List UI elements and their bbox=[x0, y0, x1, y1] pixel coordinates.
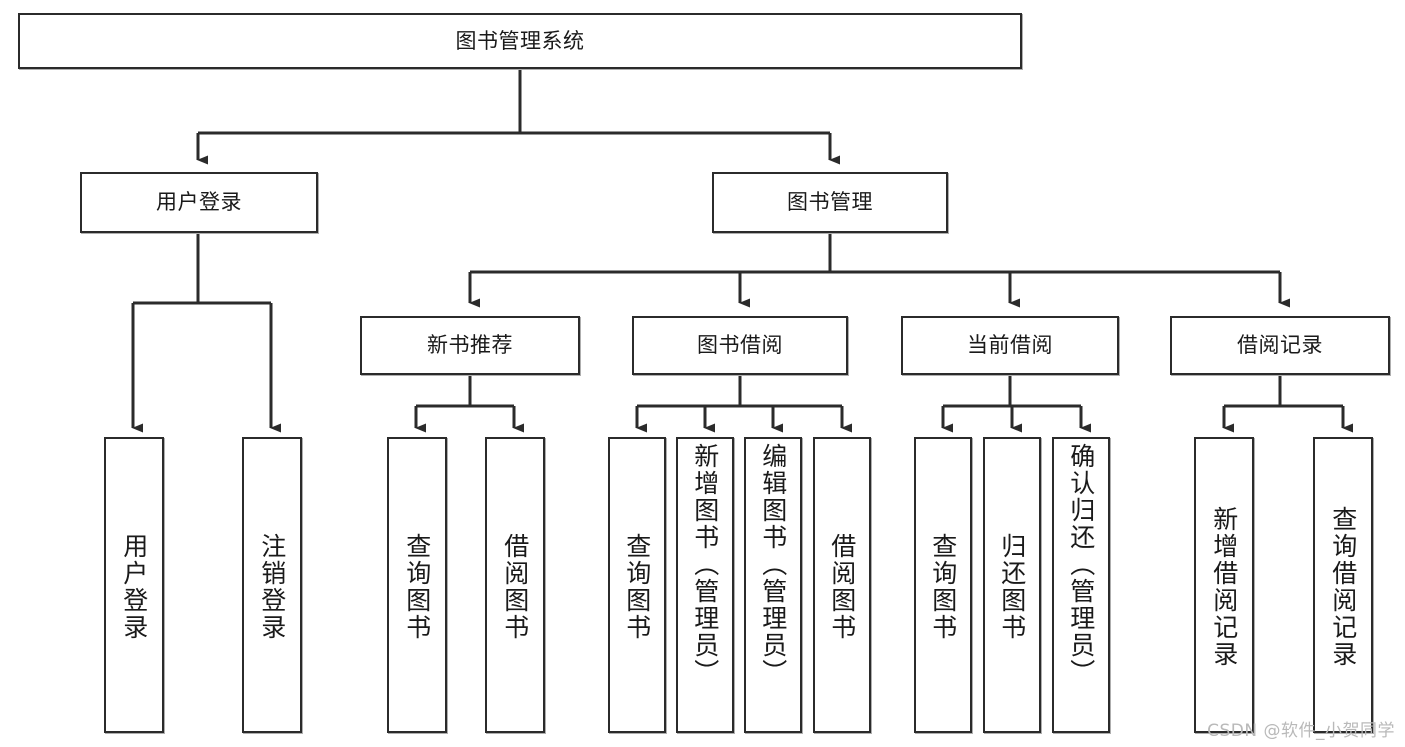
node-label: 用户登录 bbox=[119, 533, 149, 641]
leaf-edit-book-admin[interactable]: 编辑图书（管理员） bbox=[744, 437, 802, 733]
node-label: 图书借阅 bbox=[697, 333, 783, 358]
node-label: 图书管理 bbox=[787, 190, 873, 215]
node-label: 注销登录 bbox=[257, 533, 287, 641]
leaf-borrow-book-recommend[interactable]: 借阅图书 bbox=[485, 437, 545, 733]
node-label: 编辑图书（管理员） bbox=[758, 443, 788, 686]
leaf-query-borrow-record[interactable]: 查询借阅记录 bbox=[1313, 437, 1373, 733]
leaf-query-book-current[interactable]: 查询图书 bbox=[914, 437, 972, 733]
node-new-book-recommend[interactable]: 新书推荐 bbox=[360, 316, 580, 375]
node-label: 查询图书 bbox=[928, 533, 958, 641]
node-label: 新书推荐 bbox=[427, 333, 513, 358]
watermark: CSDN @软件_小贺同学 bbox=[1207, 721, 1395, 741]
node-borrow-record[interactable]: 借阅记录 bbox=[1170, 316, 1390, 375]
node-book-borrow[interactable]: 图书借阅 bbox=[632, 316, 848, 375]
node-current-borrow[interactable]: 当前借阅 bbox=[901, 316, 1119, 375]
leaf-user-login[interactable]: 用户登录 bbox=[104, 437, 164, 733]
leaf-query-book-borrow[interactable]: 查询图书 bbox=[608, 437, 666, 733]
leaf-borrow-book-borrow[interactable]: 借阅图书 bbox=[813, 437, 871, 733]
node-label: 查询图书 bbox=[402, 533, 432, 641]
leaf-return-book[interactable]: 归还图书 bbox=[983, 437, 1041, 733]
node-label: 借阅图书 bbox=[827, 533, 857, 641]
node-label: 用户登录 bbox=[156, 190, 242, 215]
leaf-confirm-return-admin[interactable]: 确认归还（管理员） bbox=[1052, 437, 1110, 733]
node-label: 当前借阅 bbox=[967, 333, 1053, 358]
leaf-logout[interactable]: 注销登录 bbox=[242, 437, 302, 733]
node-root-book-management-system[interactable]: 图书管理系统 bbox=[18, 13, 1022, 69]
node-label: 归还图书 bbox=[997, 533, 1027, 641]
node-label: 借阅图书 bbox=[500, 533, 530, 641]
node-label: 新增借阅记录 bbox=[1209, 506, 1239, 668]
node-label: 新增图书（管理员） bbox=[690, 443, 720, 686]
leaf-add-book-admin[interactable]: 新增图书（管理员） bbox=[676, 437, 734, 733]
leaf-query-book-recommend[interactable]: 查询图书 bbox=[387, 437, 447, 733]
node-label: 查询图书 bbox=[622, 533, 652, 641]
node-label: 借阅记录 bbox=[1237, 333, 1323, 358]
node-user-login[interactable]: 用户登录 bbox=[80, 172, 318, 233]
node-label: 图书管理系统 bbox=[455, 28, 585, 53]
node-book-management[interactable]: 图书管理 bbox=[712, 172, 948, 233]
node-label: 查询借阅记录 bbox=[1328, 506, 1358, 668]
leaf-add-borrow-record[interactable]: 新增借阅记录 bbox=[1194, 437, 1254, 733]
node-label: 确认归还（管理员） bbox=[1066, 443, 1096, 686]
